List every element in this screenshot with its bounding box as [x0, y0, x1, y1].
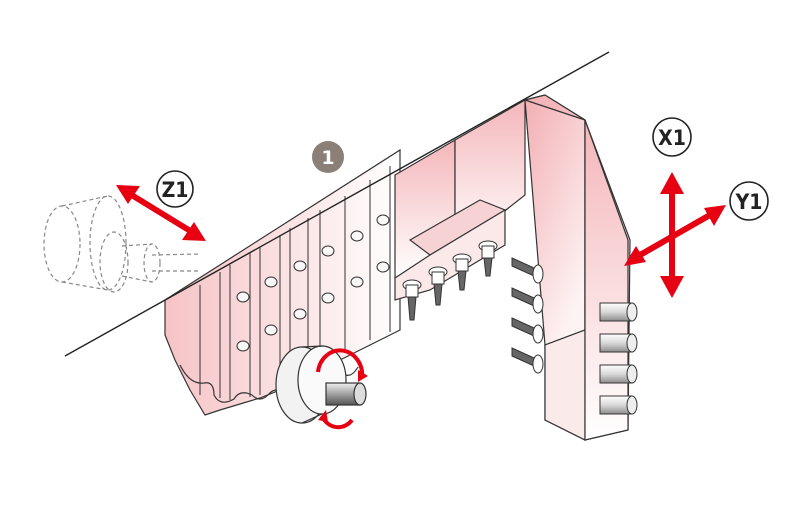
y1-label: Y1 [729, 181, 769, 221]
svg-text:X1: X1 [658, 126, 686, 150]
svg-text:Y1: Y1 [735, 190, 763, 214]
z1-axis-arrow [116, 185, 206, 241]
workpiece-chuck [275, 345, 367, 424]
guide-line [64, 51, 610, 357]
station-number-badge: 1 [312, 141, 344, 173]
xy-axis-cross-arrow [624, 172, 726, 298]
bolt-heads [236, 214, 390, 352]
tool-sleeves [599, 302, 638, 415]
rotation-arrows-icon [316, 348, 368, 430]
vertical-drills [402, 240, 498, 321]
svg-text:Z1: Z1 [162, 178, 189, 202]
z1-label: Z1 [156, 170, 194, 208]
svg-text:1: 1 [321, 147, 334, 169]
cross-drills [511, 257, 544, 374]
main-spindle-ghost [43, 195, 201, 293]
x1-label: X1 [652, 117, 692, 157]
cross-drill-housing [394, 98, 526, 301]
